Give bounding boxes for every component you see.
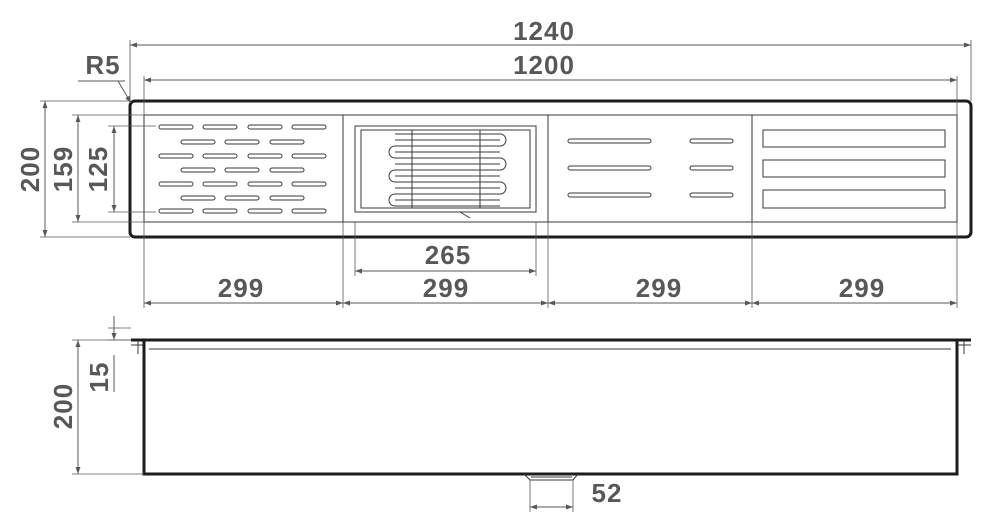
- label-basket-length: 265: [425, 240, 471, 270]
- perforated-grid-insert: [158, 124, 327, 214]
- sink-bowl: [143, 114, 958, 223]
- label-inner-width: 159: [48, 146, 78, 192]
- rack-insert: [762, 129, 946, 209]
- top-view: [128, 99, 973, 239]
- label-rim-height: 15: [84, 362, 114, 393]
- label-side-depth: 200: [48, 383, 78, 429]
- label-section-1: 299: [218, 273, 264, 303]
- radius-leader: [117, 80, 132, 104]
- slotted-board-insert: [567, 138, 734, 198]
- label-overall-length: 1240: [513, 16, 575, 46]
- label-overall-width: 200: [15, 146, 45, 192]
- side-bowl: [142, 340, 959, 476]
- label-drain-diameter: 52: [592, 478, 623, 508]
- side-view: [72, 316, 971, 512]
- label-section-4: 299: [839, 273, 885, 303]
- dimension-lines: [40, 40, 972, 308]
- label-section-2: 299: [423, 273, 469, 303]
- wire-basket-insert: [354, 125, 537, 219]
- drain-outlet: [523, 473, 579, 481]
- label-corner-radius: R5: [85, 50, 120, 80]
- label-inner-length: 1200: [513, 50, 575, 80]
- label-insert-width: 125: [83, 146, 113, 192]
- sink-outer-rim: [128, 99, 973, 239]
- label-section-3: 299: [636, 273, 682, 303]
